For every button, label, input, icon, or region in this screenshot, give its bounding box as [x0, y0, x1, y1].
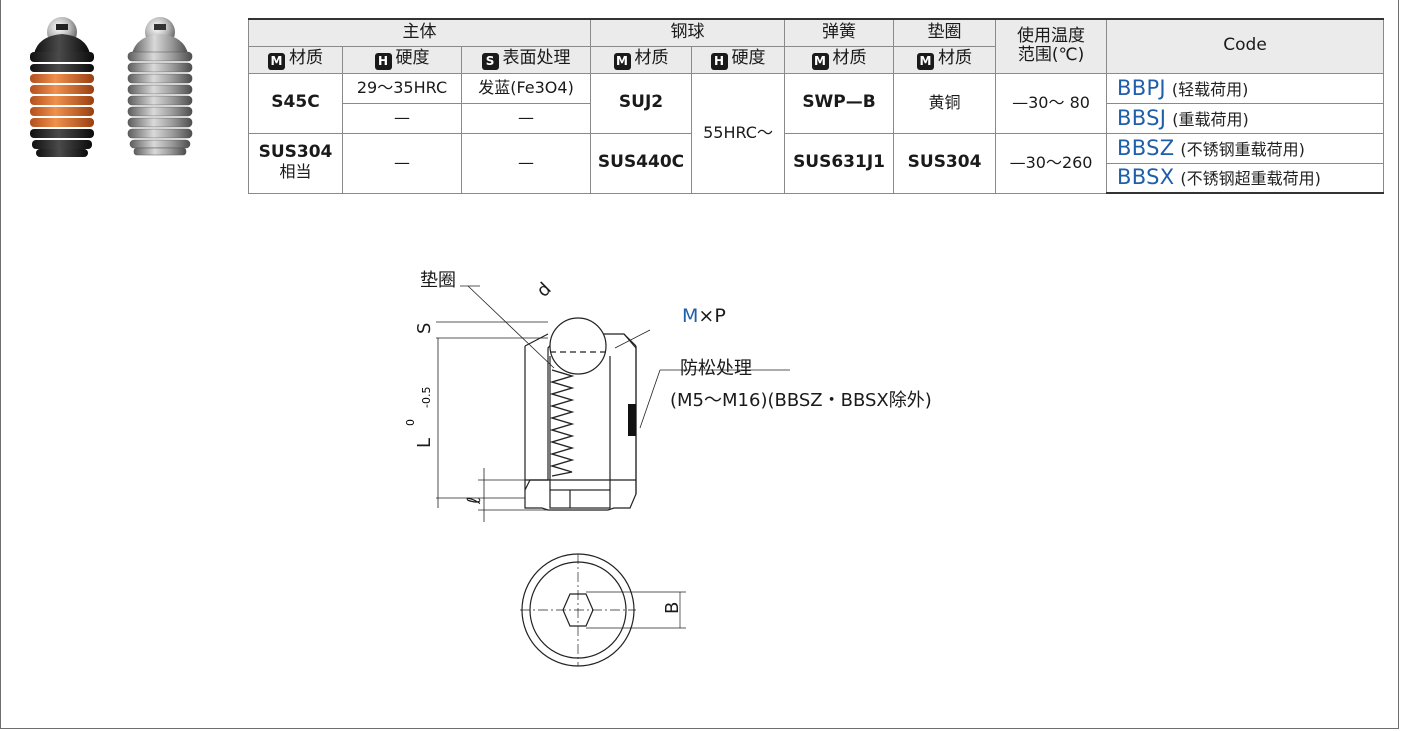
cell-body-material-1: S45C: [248, 72, 343, 134]
code-link-bbsj[interactable]: BBSJ: [1117, 105, 1167, 130]
header-temp: 使用温度 范围(℃): [995, 18, 1108, 74]
subheader-label: 硬度: [395, 48, 430, 68]
subheader-label: 材质: [938, 48, 973, 68]
cell-body-hardness-2: —: [342, 132, 462, 194]
material-mark-icon: M: [917, 53, 935, 70]
photo-steel-plunger: [127, 17, 193, 156]
cell-ball-material-2: SUS440C: [590, 132, 693, 194]
technical-drawing: 垫圈 d S L 0 -0.5 ℓ M×P 防松处理 (M5～M16)(BBSZ…: [404, 270, 932, 667]
washer-label: 垫圈: [420, 270, 456, 291]
lock-patch: [628, 404, 636, 436]
material-mark-icon: M: [613, 53, 631, 70]
cell-body-surface-1a: 发蓝(Fe3O4): [460, 72, 592, 104]
subheader-label: 表面处理: [502, 48, 571, 68]
cell-body-material-2: SUS304 相当: [248, 132, 343, 194]
code-note: (不锈钢重载荷用): [1180, 139, 1305, 159]
code-row-bbpj[interactable]: BBPJ(轻载荷用): [1106, 72, 1385, 104]
subheader-label: 材质: [634, 48, 669, 68]
dim-l-label: L: [414, 438, 435, 448]
cell-washer-1: 黄铜: [893, 72, 997, 134]
lock-note: (M5～M16)(BBSZ・BBSX除外): [670, 390, 932, 411]
dim-l-upper: 0: [404, 419, 417, 426]
code-row-bbsj[interactable]: BBSJ(重载荷用): [1106, 102, 1385, 134]
product-photos: [30, 17, 193, 157]
subheader-label: 硬度: [731, 48, 766, 68]
dim-small-l-label: ℓ: [464, 497, 485, 505]
thread-label-rest: ×P: [698, 305, 725, 327]
lock-label: 防松处理: [680, 358, 752, 379]
photo-black-plunger: [30, 17, 94, 157]
cell-body-material-2-line2: 相当: [279, 162, 312, 181]
cell-temp-2: —30～260: [995, 132, 1108, 194]
dim-d-label: d: [533, 279, 556, 302]
hardness-mark-icon: H: [710, 53, 728, 70]
cell-washer-2: SUS304: [893, 132, 997, 194]
cell-temp-1: —30～ 80: [995, 72, 1108, 134]
thread-label-m: M: [682, 305, 698, 327]
cell-body-material-2-line1: SUS304: [258, 142, 333, 163]
cell-body-hardness-1b: —: [342, 102, 462, 134]
code-note: (重载荷用): [1172, 109, 1249, 129]
cell-ball-hardness: 55HRC～: [691, 72, 786, 194]
code-link-bbsz[interactable]: BBSZ: [1117, 135, 1175, 160]
cell-ball-material-1: SUJ2: [590, 72, 693, 134]
header-spring: 弹簧: [784, 18, 895, 47]
material-mark-icon: M: [811, 53, 829, 70]
cell-body-surface-2: —: [460, 132, 592, 194]
header-temp-line2: 范围(℃): [1017, 45, 1085, 66]
code-row-bbsz[interactable]: BBSZ(不锈钢重载荷用): [1106, 132, 1385, 164]
header-temp-line1: 使用温度: [1017, 25, 1086, 46]
code-note: (轻载荷用): [1171, 79, 1249, 99]
hardness-mark-icon: H: [374, 53, 392, 70]
cell-body-hardness-1a: 29～35HRC: [342, 72, 462, 104]
spring-coil: [549, 369, 575, 477]
code-link-bbsx[interactable]: BBSX: [1117, 165, 1175, 190]
ball-circle: [549, 317, 607, 375]
dim-s-label: S: [414, 323, 435, 334]
material-mark-icon: M: [268, 53, 285, 70]
subheader-label: 材质: [832, 48, 867, 68]
dim-b-label: B: [662, 602, 683, 614]
subheader-label: 材质: [289, 48, 323, 68]
cell-spring-1: SWP—B: [784, 72, 895, 134]
cell-spring-2: SUS631J1: [784, 132, 895, 194]
header-body: 主体: [247, 18, 592, 47]
cell-body-surface-1b: —: [460, 102, 592, 134]
code-row-bbsx[interactable]: BBSX(不锈钢超重载荷用): [1106, 162, 1385, 194]
header-ball: 钢球: [590, 18, 786, 47]
surface-mark-icon: S: [481, 53, 499, 70]
dim-l-lower: -0.5: [420, 387, 433, 408]
thread-label: M×P: [682, 305, 726, 327]
header-washer: 垫圈: [893, 18, 997, 47]
code-link-bbpj[interactable]: BBPJ: [1117, 75, 1166, 100]
code-note: (不锈钢超重载荷用): [1180, 169, 1321, 189]
header-code: Code: [1106, 18, 1385, 74]
